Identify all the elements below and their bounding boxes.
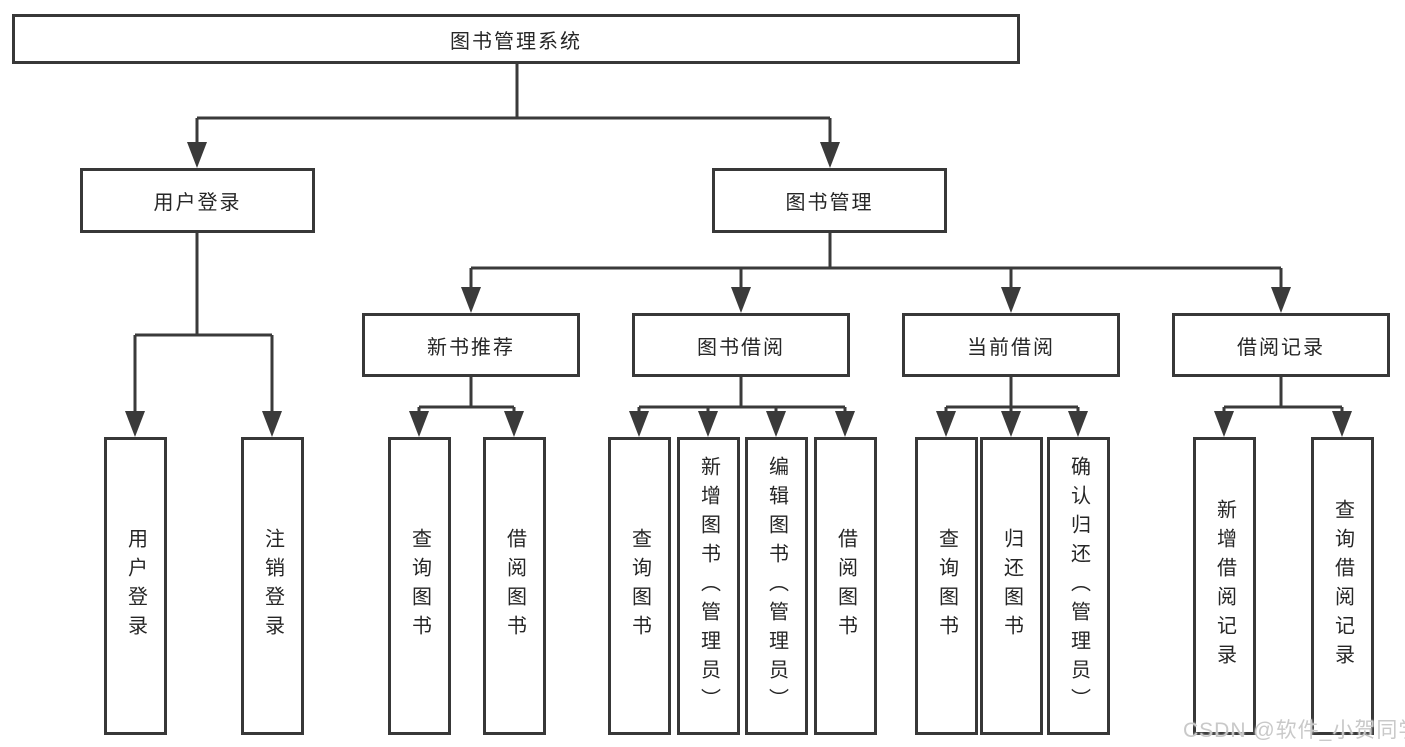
arrowhead [504,411,524,437]
leaf-return-book: 归还图书 [980,437,1043,735]
leaf-edit-book-admin: 编辑图书（管理员） [745,437,808,735]
leaf-label: 编辑图书（管理员） [765,455,788,717]
leaf-label: 新增图书（管理员） [697,455,720,717]
borrow-record-connector [1222,377,1344,416]
node-label: 新书推荐 [427,336,515,359]
leaf-label: 查询图书 [628,528,651,644]
leaf-confirm-return-admin: 确认归还（管理员） [1047,437,1110,735]
leaf-label: 查询图书 [935,528,958,644]
arrowhead [1001,411,1021,437]
arrowhead [820,142,840,168]
arrowhead [1068,411,1088,437]
leaf-add-borrow-record: 新增借阅记录 [1193,437,1256,735]
leaf-user-login: 用户登录 [104,437,167,735]
user-login-connector [133,233,274,415]
node-book-borrow: 图书借阅 [632,313,850,377]
arrowhead [629,411,649,437]
arrowhead [1001,287,1021,313]
leaf-label: 用户登录 [124,528,147,644]
leaf-label: 归还图书 [1000,528,1023,644]
leaf-label: 注销登录 [261,528,284,644]
leaf-query-borrow-record: 查询借阅记录 [1311,437,1374,735]
node-label: 图书管理系统 [450,30,582,53]
root-connector [195,64,832,146]
leaf-label: 新增借阅记录 [1213,499,1236,673]
arrowhead [1332,411,1352,437]
leaf-query-book: 查询图书 [388,437,451,735]
leaf-query-book: 查询图书 [608,437,671,735]
node-label: 用户登录 [153,192,242,214]
leaf-query-book: 查询图书 [915,437,978,735]
node-borrow-record: 借阅记录 [1172,313,1390,377]
leaf-label: 借阅图书 [834,528,857,644]
csdn-watermark: CSDN @软件_小贺同学 [1183,719,1405,742]
arrowhead [936,411,956,437]
leaf-logout: 注销登录 [241,437,304,735]
node-book-management: 图书管理 [712,168,947,233]
leaf-label: 借阅图书 [503,528,526,644]
arrowhead [262,411,282,437]
node-new-book-recommend: 新书推荐 [362,313,580,377]
arrowhead [461,287,481,313]
leaf-label: 查询图书 [408,528,431,644]
node-library-management-system: 图书管理系统 [12,14,1020,64]
arrowhead [187,142,207,168]
arrowhead [698,411,718,437]
leaf-label: 查询借阅记录 [1331,499,1354,673]
node-label: 借阅记录 [1237,336,1325,359]
new-book-connector [417,377,516,416]
arrowhead [1214,411,1234,437]
leaf-add-book-admin: 新增图书（管理员） [677,437,740,735]
arrowhead [835,411,855,437]
arrowhead [766,411,786,437]
leaf-borrow-book: 借阅图书 [483,437,546,735]
leaf-label: 确认归还（管理员） [1067,455,1090,717]
book-management-connector [469,233,1283,291]
node-label: 图书管理 [785,192,874,214]
arrowhead [1271,287,1291,313]
leaf-borrow-book: 借阅图书 [814,437,877,735]
arrowhead [731,287,751,313]
arrowhead [409,411,429,437]
node-label: 当前借阅 [967,336,1055,359]
arrowhead [125,411,145,437]
node-user-login: 用户登录 [80,168,315,233]
current-borrow-connector [944,377,1080,416]
node-label: 图书借阅 [697,336,785,359]
book-borrow-connector [637,377,847,416]
node-current-borrow: 当前借阅 [902,313,1120,377]
